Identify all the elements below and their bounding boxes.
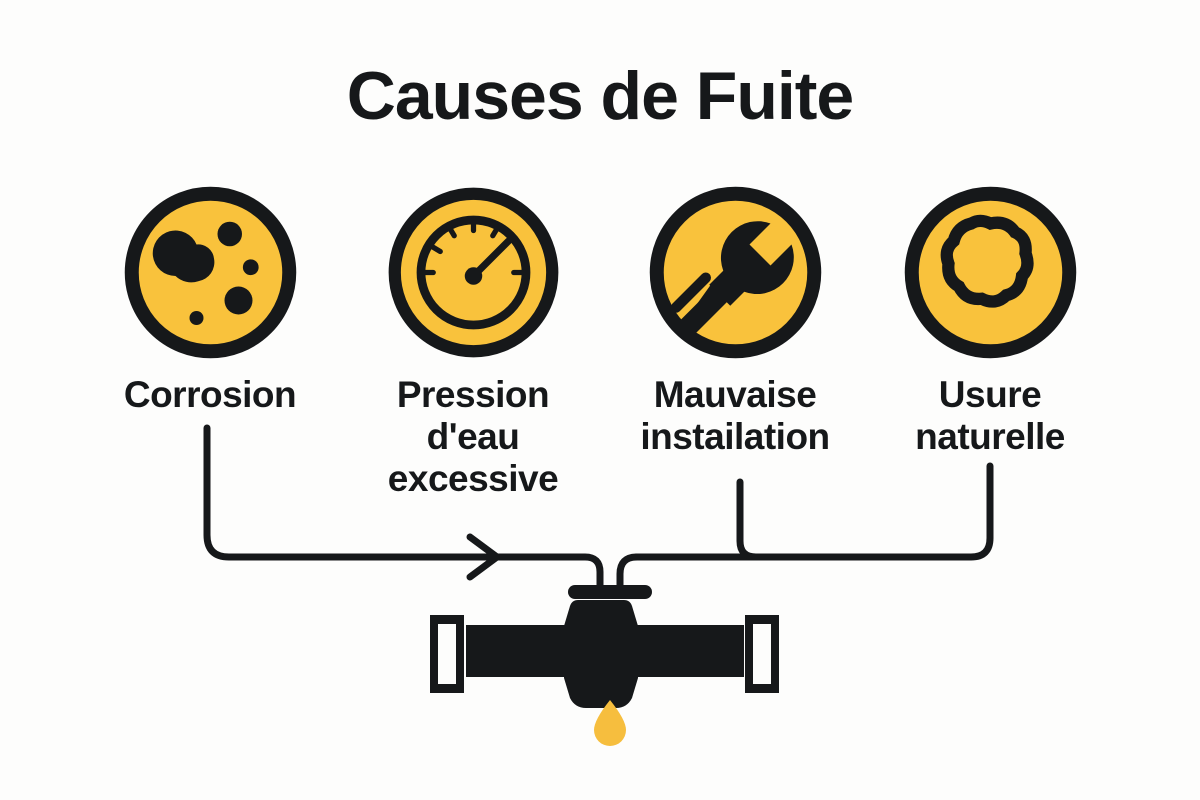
valve-body	[564, 600, 638, 708]
cause-label-line: naturelle	[915, 415, 1065, 457]
connector-corrosion	[203, 424, 604, 594]
pipe-flange-right-slot	[753, 624, 771, 684]
cause-label: Usure naturelle	[860, 374, 1120, 458]
cause-label-line: d'eau	[426, 415, 520, 457]
cause-label-line: Mauvaise	[653, 374, 817, 415]
corrosion-spots-icon	[123, 185, 298, 360]
valve-handle	[568, 585, 652, 599]
cause-item-usure: Usure naturelle	[860, 185, 1120, 458]
pressure-gauge-icon	[386, 185, 561, 360]
flow-arrow	[466, 533, 501, 581]
worn-gasket-icon	[903, 185, 1078, 360]
connector-usure	[616, 462, 994, 594]
cause-label-line: instailation	[640, 415, 830, 457]
cause-label: Corrosion	[80, 374, 340, 416]
cause-label-line: excessive	[387, 457, 559, 499]
cause-label-line: Corrosion	[123, 374, 297, 415]
water-drop	[594, 700, 626, 746]
cause-item-corrosion: Corrosion	[80, 185, 340, 416]
cause-item-installation: Mauvaise instailation	[605, 185, 865, 458]
cause-label-line: Usure	[938, 374, 1042, 415]
cause-label: Pression d'eau excessive	[343, 374, 603, 499]
cause-label-line: Pression	[396, 374, 550, 415]
page-title: Causes de Fuite	[346, 58, 855, 134]
cause-label: Mauvaise instailation	[605, 374, 865, 458]
connector-installation	[736, 478, 760, 561]
cause-item-pression: Pression d'eau excessive	[343, 185, 603, 499]
pipe-flange-left-slot	[438, 624, 456, 684]
wrench-icon	[648, 185, 823, 360]
